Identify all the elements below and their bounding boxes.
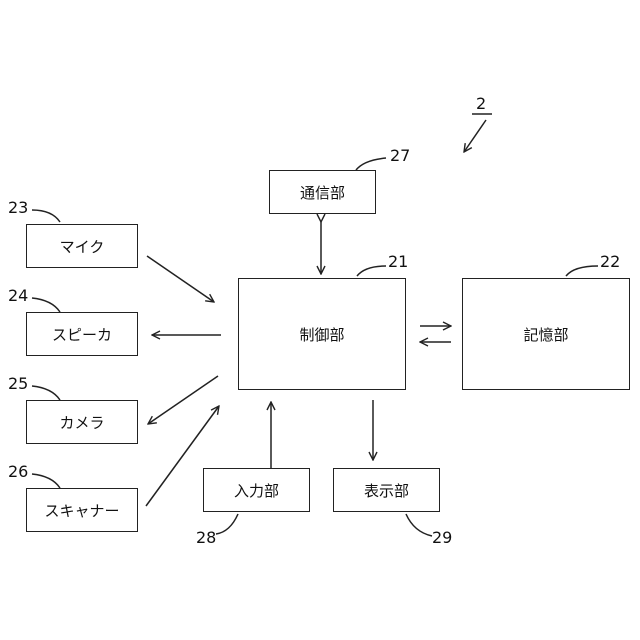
ref-scanner: 26: [8, 464, 28, 480]
control-block: 制御部: [238, 278, 406, 390]
display-label: 表示部: [364, 480, 409, 501]
speaker-label: スピーカ: [52, 324, 112, 345]
microphone-block: マイク: [26, 224, 138, 268]
microphone-label: マイク: [60, 236, 105, 257]
input-label: 入力部: [234, 480, 279, 501]
communication-block: 通信部: [269, 170, 376, 214]
ref-input: 28: [196, 530, 216, 546]
ref-display: 29: [432, 530, 452, 546]
storage-block: 記憶部: [462, 278, 630, 390]
speaker-block: スピーカ: [26, 312, 138, 356]
scanner-block: スキャナー: [26, 488, 138, 532]
leader-25: [32, 386, 60, 400]
ref-storage: 22: [600, 254, 620, 270]
leader-28: [216, 514, 238, 534]
leader-23: [32, 210, 60, 222]
ref-camera: 25: [8, 376, 28, 392]
device-ref-arrow: [464, 120, 486, 152]
leader-22: [566, 266, 598, 276]
display-block: 表示部: [333, 468, 440, 512]
arrow-mic-control: [147, 256, 214, 302]
scanner-label: スキャナー: [44, 500, 119, 521]
ref-microphone: 23: [8, 200, 28, 216]
device-ref-label: 2: [476, 96, 486, 112]
communication-label: 通信部: [300, 182, 345, 203]
ref-speaker: 24: [8, 288, 28, 304]
input-block: 入力部: [203, 468, 310, 512]
camera-block: カメラ: [26, 400, 138, 444]
arrow-control-camera: [148, 376, 218, 424]
leader-24: [32, 298, 60, 312]
ref-communication: 27: [390, 148, 410, 164]
ref-control: 21: [388, 254, 408, 270]
storage-label: 記憶部: [523, 324, 568, 345]
leader-21: [357, 266, 386, 276]
camera-label: カメラ: [59, 412, 104, 433]
leader-26: [32, 474, 60, 488]
leader-29: [406, 514, 432, 536]
leader-27: [356, 158, 386, 170]
control-label: 制御部: [299, 324, 344, 345]
